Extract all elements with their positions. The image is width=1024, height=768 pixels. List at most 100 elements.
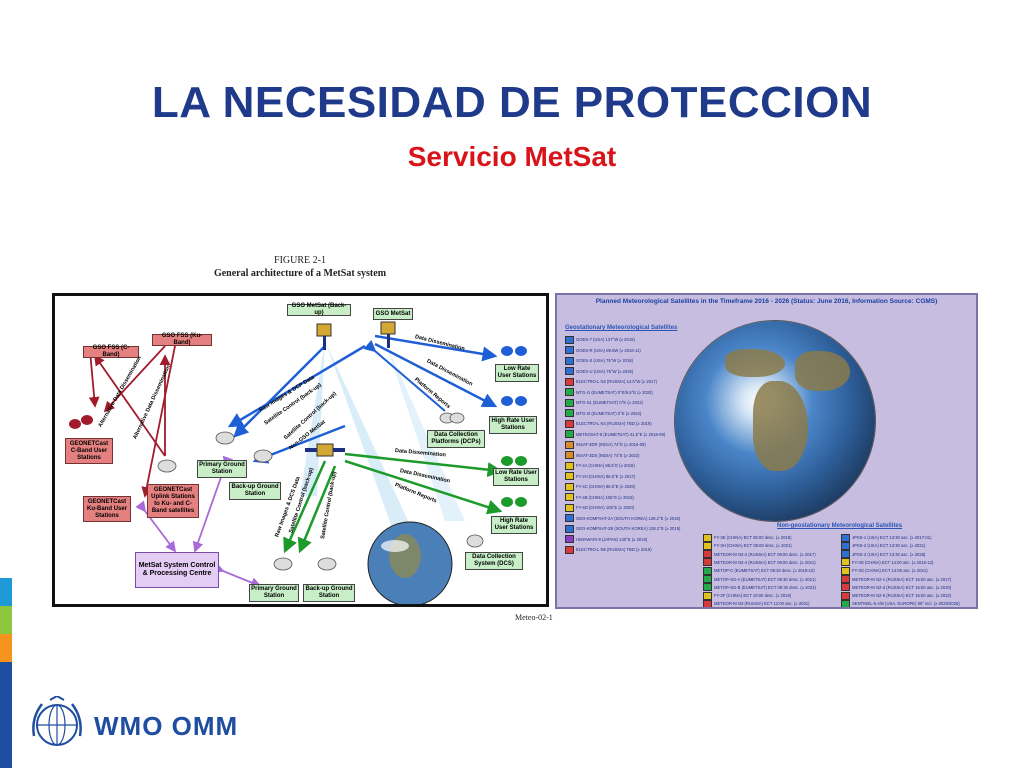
satellite-list-item: MTG-I1 (EUMETSAT) 0°E/9.5°E (≥ 2020) (565, 388, 653, 397)
satellite-list-item: ELECTRO-L N4 (RUSSIA) TBD (≥ 2019) (565, 419, 652, 428)
figure-caption: General architecture of a MetSat system (213, 268, 387, 279)
satellite-list-item: FY-3G (CHINA) ECT 14:00 asc. (≥ 2021) (841, 566, 928, 575)
satellite-list-item: METOP-SG-A (EUMETSAT) ECT 09:30 desc. (≥… (703, 575, 816, 584)
satellite-list-item: METEOR-M N2-1 (RUSSIA) ECT 15:00 asc. (≥… (841, 575, 951, 584)
satellite-list-item: METEOR-M N2-2 (RUSSIA) ECT 09:00 desc. (… (703, 550, 816, 559)
satellite-list-label: INSAT-3DS (INDIA) 74°E (≥ 2022) (576, 452, 640, 458)
satellite-list-label: FY-3F (CHINA) ECT 10:00 desc. (≥ 2019) (714, 593, 792, 599)
satellite-flag-icon (841, 550, 850, 559)
satellite-list-label: METOP-SG-A (EUMETSAT) ECT 09:30 desc. (≥… (714, 576, 816, 582)
satellite-flag-icon (565, 451, 574, 459)
decor-stripe (0, 634, 12, 662)
gso-fss-ku-label: GSO FSS (Ku-Band) (152, 333, 212, 346)
primary-ground-station-2: Primary Ground Station (249, 584, 299, 602)
satellite-list-item: FY-3D (CHINA) ECT 14:00 asc. (≥ 2016-12) (841, 558, 933, 567)
satellite-list-item: METEOR-M N3 (RUSSIA) ECT 12:00 asc. (≥ 2… (703, 599, 810, 607)
satellite-list-label: SENTINEL-6 A/B (USA, EUROPE) 66° incl. (… (852, 601, 960, 607)
satellite-list-item: ELECTRO-L N5 (RUSSIA) TBD (≥ 2019) (565, 545, 652, 554)
satellite-list-item: FY-3F (CHINA) ECT 10:00 desc. (≥ 2019) (703, 591, 791, 600)
satellite-list-item: GOES-U (USA) 75°W (≥ 2025) (565, 367, 633, 376)
figure-reference: Meteo-02-1 (515, 613, 553, 622)
satellite-list-item: GEO-KOMPSAT-2B (SOUTH KOREA) 128.2°E (≥ … (565, 524, 680, 533)
high-rate-user-stations-1: High Rate User Stations (489, 416, 537, 434)
wmo-emblem-icon (32, 696, 82, 746)
satellite-list-label: GOES-7 (USA) 137°W (≥ 2019) (576, 337, 635, 342)
satellite-list-item: MTG-I2 (EUMETSAT) 0°E (≥ 2022) (565, 409, 641, 418)
nongeo-section-heading: Non-geostationary Meteorological Satelli… (777, 523, 903, 529)
satellite-icon (380, 321, 396, 348)
satellite-list-label: FY-3H (CHINA) ECT 06:00 desc. (≥ 2021) (714, 543, 792, 549)
geo-section-heading: Geostationary Meteorological Satellites (565, 325, 678, 331)
satellite-flag-icon (703, 583, 712, 592)
satellite-icon (316, 323, 332, 350)
satellite-flag-icon (565, 493, 574, 501)
satellite-list-label: JPSS-1 (USA) ECT 13:30 asc. (≥ 2017-01) (852, 535, 932, 540)
satellite-flag-icon (565, 461, 574, 470)
satellite-list-item: JPSS-3 (USA) ECT 13:30 asc. (≥ 2026) (841, 550, 925, 559)
satellite-list-label: GEO-KOMPSAT-2B (SOUTH KOREA) 128.2°E (≥ … (576, 526, 681, 531)
satellite-list-label: JPSS-2 (USA) ECT 13:30 asc. (≥ 2021) (852, 543, 926, 549)
metsat-architecture-diagram: GSO MetSat (Back-up) GSO MetSat GSO FSS … (52, 293, 549, 607)
satellite-list-item: FY-3E (CHINA) ECT 06:00 desc. (≥ 2018) (703, 533, 791, 542)
decor-stripe (0, 662, 12, 768)
satellite-list-item: SENTINEL-6 A/B (USA, EUROPE) 66° incl. (… (841, 599, 960, 607)
geonetcast-uplink-label: GEONETCast Uplink Stations to Ku- and C-… (147, 484, 199, 518)
satellite-flag-icon (565, 524, 574, 533)
satellite-list-item: METEOSAT-8 (EUMETSAT) 41.5°E (≥ 2016-09) (565, 430, 665, 439)
satellite-list-item: METOP-SG-B (EUMETSAT) ECT 09:30 desc. (≥… (703, 583, 816, 592)
satellite-list-label: ELECTRO-L N5 (RUSSIA) TBD (≥ 2019) (576, 547, 652, 552)
satellite-flag-icon (565, 335, 574, 344)
satellite-flag-icon (703, 541, 712, 550)
satellite-list-item: INSAT-3DR (INDIA) 74°E (≥ 2016-08) (565, 440, 646, 449)
satellite-list-label: MTG-I2 (EUMETSAT) 0°E (≥ 2022) (576, 410, 642, 416)
satellite-flag-icon (565, 430, 574, 438)
satellite-flag-icon (841, 583, 850, 592)
wmo-logo-text: WMO OMM (94, 711, 239, 741)
satellite-list-label: GOES-R (USA) 89.5W (≥ 2016-11) (576, 347, 641, 353)
diagram-links (69, 321, 527, 604)
satellite-list-item: ELECTRO-L N3 (RUSSIA) 14.5°W (≥ 2017) (565, 377, 657, 386)
satellite-list-label: ELECTRO-L N3 (RUSSIA) 14.5°W (≥ 2017) (576, 379, 658, 384)
satellite-list-label: METEOR-M N3 (RUSSIA) ECT 12:00 asc. (≥ 2… (714, 601, 810, 607)
satellite-flag-icon (565, 356, 574, 365)
slide-title: LA NECESIDAD DE PROTECCION (151, 78, 873, 127)
primary-ground-station-1: Primary Ground Station (197, 460, 247, 478)
satellite-flag-icon (703, 591, 712, 600)
satellite-flag-icon (565, 409, 574, 417)
satellite-list-item: FY-4D (CHINA) 105°E (≥ 2020) (565, 503, 634, 512)
satellite-list-item: FY-3H (CHINA) ECT 06:00 desc. (≥ 2021) (703, 541, 792, 550)
satellite-flag-icon (841, 558, 850, 567)
gso-fss-c-label: GSO FSS (C-Band) (83, 345, 139, 358)
satellite-list-item: FY-2H (CHINA) 86.5°E (≥ 2017) (565, 472, 635, 481)
satellite-list-label: HIMAWARI-9 (JAPAN) 140°E (≥ 2016) (576, 536, 648, 542)
satellite-list-label: MTG-S1 (EUMETSAT) 0°E (≥ 2022) (576, 400, 643, 405)
satellite-list-label: GOES-U (USA) 75°W (≥ 2025) (576, 368, 634, 374)
planned-satellites-panel: Planned Meteorological Satellites in the… (555, 293, 978, 609)
satellite-flag-icon (703, 558, 712, 567)
satellite-list-item: METEOR-M N2-3 (RUSSIA) ECT 15:00 asc. (≥… (841, 583, 951, 592)
satellite-list-label: FY-4A (CHINA) 86.5°E (≥ 2016) (576, 463, 635, 468)
satellite-flag-icon (703, 575, 712, 583)
low-rate-user-stations-1: Low Rate User Stations (495, 364, 539, 382)
satellite-list-item: JPSS-2 (USA) ECT 13:30 asc. (≥ 2021) (841, 541, 925, 550)
satellite-list-item: FY-4B (CHINA) 105°E (≥ 2018) (565, 493, 634, 502)
satellite-list-label: METEOSAT-8 (EUMETSAT) 41.5°E (≥ 2016-09) (576, 431, 666, 437)
satellite-flag-icon (841, 566, 850, 575)
decor-stripe (0, 578, 12, 606)
slide-subtitle: Servicio MetSat (407, 141, 617, 172)
satellite-flag-icon (703, 599, 712, 607)
satellite-flag-icon (565, 482, 574, 491)
satellite-list-label: INSAT-3DR (INDIA) 74°E (≥ 2016-08) (576, 442, 646, 447)
satellite-list-label: FY-3D (CHINA) ECT 14:00 asc. (≥ 2016-12) (852, 559, 934, 565)
satellite-flag-icon (565, 398, 574, 407)
satellite-list-item: FY-4C (CHINA) 86.5°E (≥ 2020) (565, 482, 635, 491)
satellite-flag-icon (841, 575, 850, 583)
satellite-flag-icon (703, 533, 712, 542)
satellite-flag-icon (565, 346, 574, 354)
satellite-flag-icon (841, 599, 850, 607)
panel-title: Planned Meteorological Satellites in the… (595, 298, 938, 305)
dcp-label: Data Collection Platforms (DCPs) (427, 430, 485, 448)
satellite-list-label: FY-4B (CHINA) 105°E (≥ 2018) (576, 494, 634, 500)
satellite-list-label: MTG-I1 (EUMETSAT) 0°E/9.5°E (≥ 2020) (576, 389, 653, 395)
satellite-flag-icon (841, 541, 850, 550)
